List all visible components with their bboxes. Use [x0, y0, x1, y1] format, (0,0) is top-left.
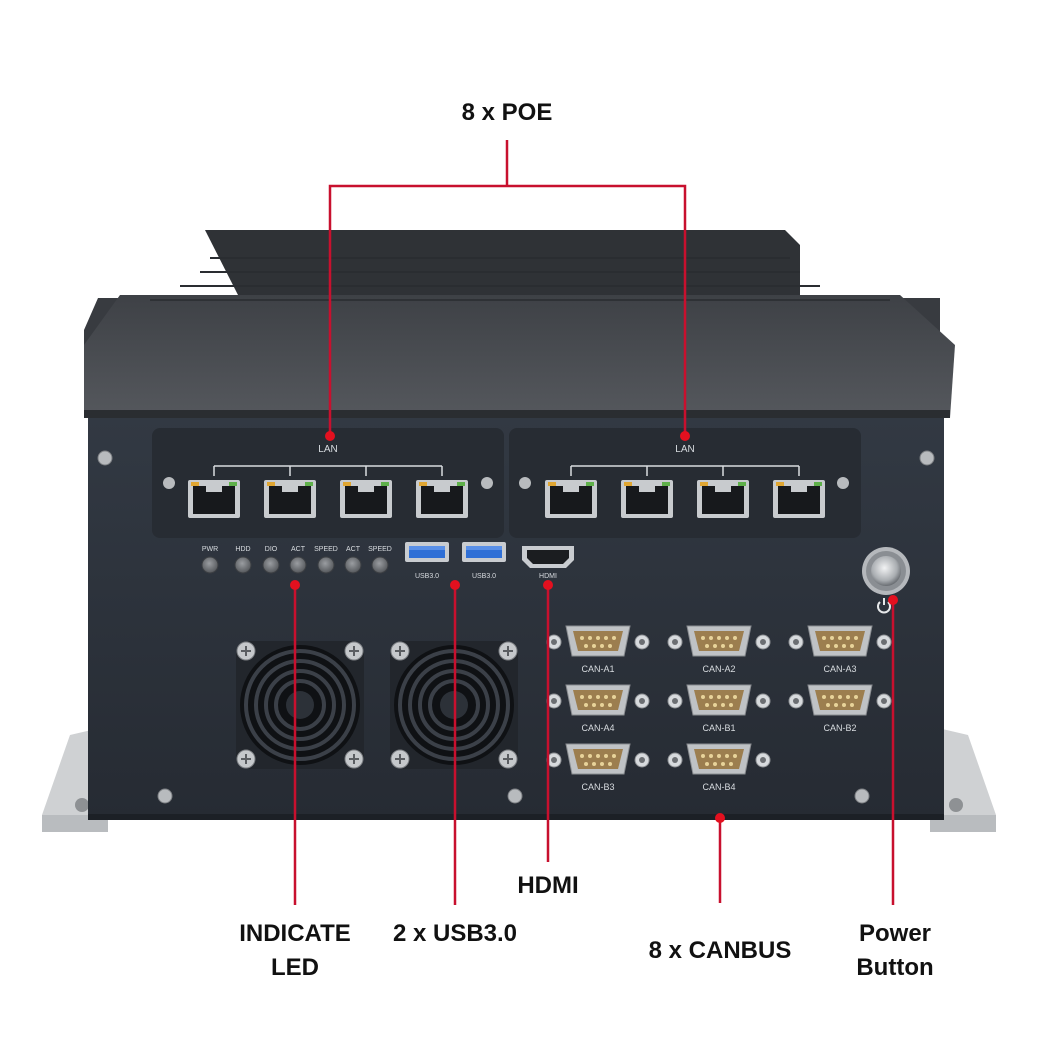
led-indicator — [234, 556, 252, 574]
rj45-port[interactable] — [340, 480, 392, 518]
led-indicator — [317, 556, 335, 574]
usb-port-left[interactable] — [405, 542, 449, 562]
usb-label-left: USB3.0 — [415, 573, 439, 580]
can-port[interactable]: CAN-A4 — [546, 684, 650, 733]
fan-grill — [236, 641, 364, 769]
can-port-label: CAN-B1 — [702, 723, 735, 733]
led-indicator — [344, 556, 362, 574]
rj45-port[interactable] — [621, 480, 673, 518]
can-port-label: CAN-B2 — [823, 723, 856, 733]
callout-hdmi: HDMI — [517, 872, 579, 899]
led-indicator — [201, 556, 219, 574]
can-port[interactable]: CAN-A1 — [546, 625, 650, 674]
led-label: SPEED — [368, 546, 392, 553]
rj45-port[interactable] — [697, 480, 749, 518]
rj45-port[interactable] — [773, 480, 825, 518]
power-icon — [877, 598, 891, 614]
rj45-port[interactable] — [188, 480, 240, 518]
led-indicator — [289, 556, 307, 574]
led-indicator — [262, 556, 280, 574]
led-label: ACT — [291, 546, 306, 553]
can-port[interactable]: CAN-B1 — [667, 684, 771, 733]
power-button[interactable] — [862, 547, 910, 595]
rj45-port[interactable] — [545, 480, 597, 518]
rj45-ports — [188, 480, 825, 518]
hdmi-port-label: HDMI — [539, 573, 557, 580]
mounting-bracket-right — [930, 728, 996, 832]
can-port-label: CAN-A4 — [581, 723, 614, 733]
led-label: HDD — [235, 546, 250, 553]
rj45-port[interactable] — [264, 480, 316, 518]
can-port[interactable]: CAN-B3 — [546, 743, 650, 792]
usb-port-right[interactable] — [462, 542, 506, 562]
hdmi-port[interactable] — [522, 546, 574, 568]
callout-dots — [290, 431, 898, 823]
led-label: PWR — [202, 546, 218, 553]
lan-label-right: LAN — [675, 444, 694, 455]
can-port-label: CAN-A3 — [823, 664, 856, 674]
can-port[interactable]: CAN-A2 — [667, 625, 771, 674]
chassis-heatsink — [84, 230, 955, 418]
panel-screws — [97, 450, 935, 804]
callout-indicate-led: INDICATE LED — [239, 920, 351, 981]
can-port-label: CAN-B3 — [581, 782, 614, 792]
led-label: ACT — [346, 546, 361, 553]
callout-usb: 2 x USB3.0 — [392, 920, 518, 947]
can-port-label: CAN-A2 — [702, 664, 735, 674]
indicator-leds: PWR HDD DIO ACT SPEED ACT SPEED — [201, 546, 392, 574]
can-port-label: CAN-B4 — [702, 782, 735, 792]
can-port[interactable]: CAN-A3 — [788, 625, 892, 674]
callout-lines — [293, 140, 895, 905]
usb-label-right: USB3.0 — [472, 573, 496, 580]
can-port[interactable]: CAN-B4 — [667, 743, 771, 792]
can-port[interactable]: CAN-B2 — [788, 684, 892, 733]
can-port-label: CAN-A1 — [581, 664, 614, 674]
led-label: DIO — [265, 546, 278, 553]
led-label: SPEED — [314, 546, 338, 553]
rj45-port[interactable] — [416, 480, 468, 518]
callout-canbus: 8 x CANBUS — [648, 937, 792, 964]
callout-power-button: Power Button — [856, 920, 934, 981]
led-indicator — [371, 556, 389, 574]
callout-poe: 8 x POE — [461, 99, 553, 126]
lan-label-left: LAN — [318, 444, 337, 455]
